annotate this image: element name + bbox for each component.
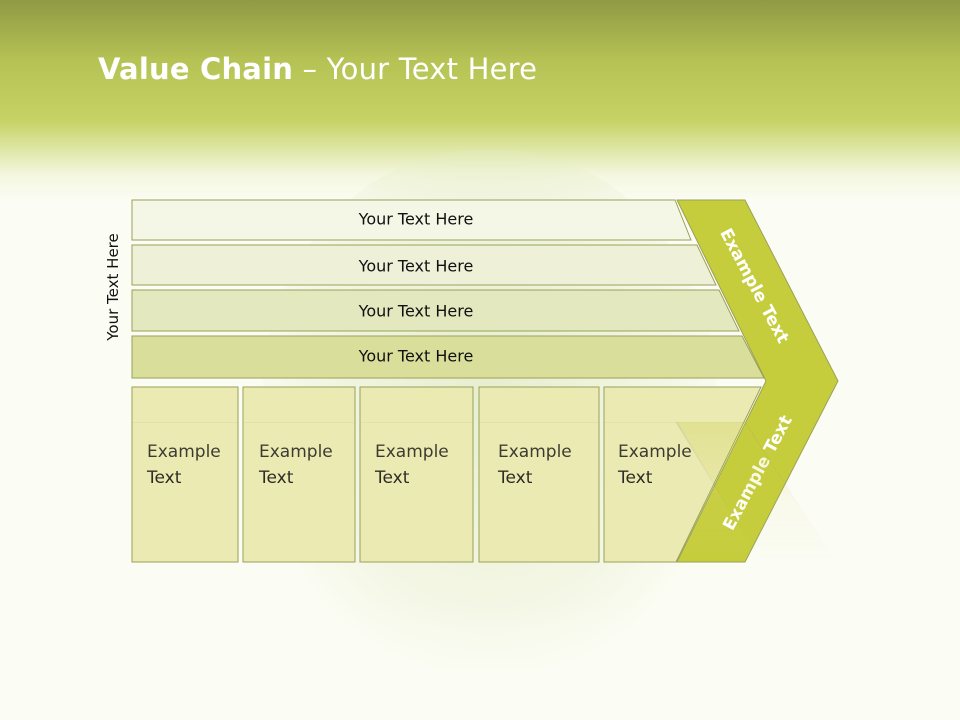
primary-cell-line2: Text: [147, 468, 182, 488]
support-row-label: Your Text Here: [358, 210, 474, 229]
margin-chevron: [676, 199, 839, 563]
support-row-label: Your Text Here: [358, 347, 474, 366]
primary-cell-line2: Text: [375, 468, 410, 488]
slide-title: Value Chain – Your Text Here: [98, 52, 537, 86]
primary-cell-line1: Example: [618, 442, 692, 462]
support-row[interactable]: [131, 199, 692, 241]
support-row-label: Your Text Here: [358, 302, 474, 321]
primary-cell-text: Example Text: [147, 439, 221, 491]
support-row[interactable]: [131, 289, 740, 332]
primary-cell[interactable]: [478, 386, 600, 563]
primary-cell[interactable]: [131, 386, 239, 563]
primary-cell-line2: Text: [618, 468, 653, 488]
primary-cell-line1: Example: [259, 442, 333, 462]
primary-cell[interactable]: [603, 386, 762, 563]
primary-cell-line1: Example: [375, 442, 449, 462]
primary-cell-text: Example Text: [375, 439, 449, 491]
primary-cell-text: Example Text: [618, 439, 692, 491]
primary-cell[interactable]: [242, 386, 356, 563]
primary-cell-line1: Example: [498, 442, 572, 462]
support-row-label: Your Text Here: [358, 257, 474, 276]
slide-title-rest: – Your Text Here: [293, 52, 538, 86]
support-row[interactable]: [131, 244, 717, 286]
primary-cell-text: Example Text: [259, 439, 333, 491]
primary-cell-line2: Text: [259, 468, 294, 488]
support-row[interactable]: [131, 335, 765, 379]
primary-cell-line1: Example: [147, 442, 221, 462]
primary-cell-text: Example Text: [498, 439, 572, 491]
slide-title-bold: Value Chain: [98, 52, 294, 86]
primary-cell-line2: Text: [498, 468, 533, 488]
primary-cell[interactable]: [359, 386, 474, 563]
